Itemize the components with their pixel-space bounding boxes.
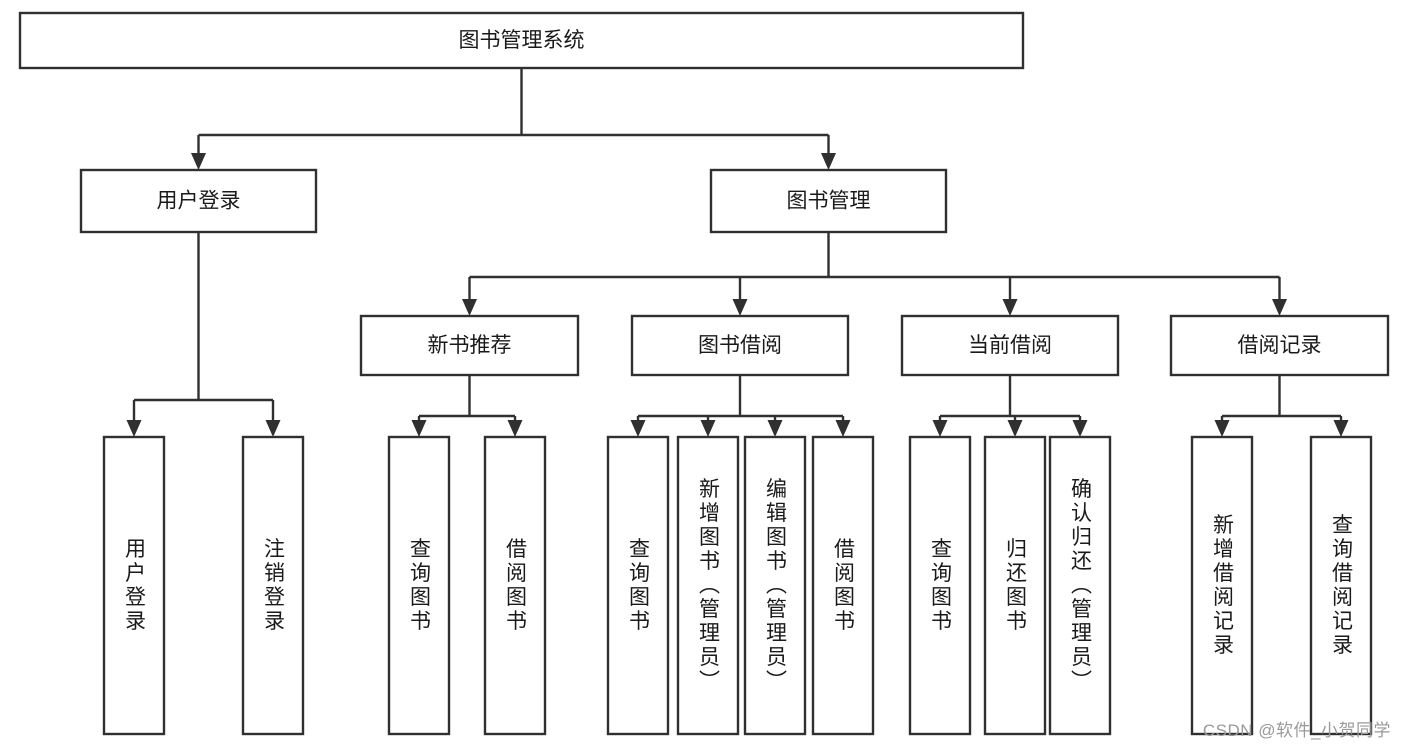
- arrow-head-icon: [191, 153, 206, 170]
- node-leaf-add-borrow-record[interactable]: 新增借阅记录: [1190, 435, 1254, 736]
- node-leaf-query-book-3-label: 查询图书: [929, 538, 953, 634]
- node-leaf-query-book-1-box[interactable]: [387, 435, 451, 736]
- node-leaf-query-borrow-record-label: 查询借阅记录: [1330, 514, 1354, 658]
- node-current-borrow-box[interactable]: [900, 314, 1120, 377]
- node-root-title-label: 图书管理系统: [459, 29, 585, 52]
- arrow-head-icon: [767, 420, 783, 437]
- node-leaf-query-book-1[interactable]: 查询图书: [387, 435, 451, 736]
- arrow-head-icon: [507, 420, 523, 437]
- node-leaf-borrow-book-1-label: 借阅图书: [504, 538, 528, 634]
- arrow-head-icon: [1072, 420, 1088, 437]
- node-leaf-edit-book-admin-box[interactable]: [743, 435, 807, 736]
- node-user-login-label: 用户登录: [157, 190, 241, 213]
- node-user-login[interactable]: 用户登录: [79, 168, 318, 234]
- node-leaf-add-book-admin[interactable]: 新增图书（管理员）: [676, 435, 740, 736]
- node-leaf-query-book-1-label: 查询图书: [408, 538, 432, 634]
- node-leaf-borrow-book-2[interactable]: 借阅图书: [811, 435, 875, 736]
- node-leaf-confirm-return-admin[interactable]: 确认归还（管理员）: [1048, 435, 1112, 736]
- node-leaf-query-book-2-label: 查询图书: [627, 538, 651, 634]
- node-current-borrow[interactable]: 当前借阅: [900, 314, 1120, 377]
- node-leaf-add-book-admin-label: 新增图书（管理员）: [697, 478, 721, 694]
- node-leaf-user-login-box[interactable]: [102, 435, 166, 736]
- node-book-borrow-box[interactable]: [630, 314, 850, 377]
- node-borrow-record-label: 借阅记录: [1238, 334, 1322, 357]
- arrow-head-icon: [265, 420, 281, 437]
- arrow-head-icon: [630, 420, 646, 437]
- arrow-head-icon: [1007, 420, 1023, 437]
- node-leaf-add-book-admin-box[interactable]: [676, 435, 740, 736]
- edges-layer: [126, 68, 1349, 437]
- arrow-head-icon: [462, 299, 477, 316]
- node-leaf-query-book-3[interactable]: 查询图书: [908, 435, 972, 736]
- node-leaf-borrow-book-2-box[interactable]: [811, 435, 875, 736]
- node-leaf-query-book-2-box[interactable]: [606, 435, 670, 736]
- node-leaf-return-book-label: 归还图书: [1004, 538, 1028, 634]
- node-leaf-user-logout-label: 注销登录: [262, 538, 286, 634]
- node-new-book-recommend-box[interactable]: [359, 314, 580, 377]
- node-new-book-recommend[interactable]: 新书推荐: [359, 314, 580, 377]
- arrow-head-icon: [732, 299, 748, 316]
- node-leaf-query-borrow-record[interactable]: 查询借阅记录: [1309, 435, 1373, 736]
- node-book-manage[interactable]: 图书管理: [709, 168, 948, 234]
- node-leaf-query-borrow-record-box[interactable]: [1309, 435, 1373, 736]
- arrow-head-icon: [700, 420, 716, 437]
- arrow-head-icon: [932, 420, 948, 437]
- node-leaf-edit-book-admin-label: 编辑图书（管理员）: [764, 478, 788, 694]
- node-book-borrow-label: 图书借阅: [698, 334, 782, 357]
- node-leaf-borrow-book-2-label: 借阅图书: [832, 538, 856, 634]
- node-borrow-record[interactable]: 借阅记录: [1169, 314, 1390, 377]
- node-new-book-recommend-label: 新书推荐: [428, 334, 512, 357]
- arrow-head-icon: [1333, 420, 1349, 437]
- arrow-head-icon: [821, 153, 836, 170]
- node-root-title-box[interactable]: [18, 11, 1025, 70]
- node-leaf-user-logout-box[interactable]: [241, 435, 305, 736]
- node-leaf-query-book-2[interactable]: 查询图书: [606, 435, 670, 736]
- nodes-layer: 用户登录图书管理新书推荐图书借阅当前借阅借阅记录用户登录注销登录查询图书借阅图书…: [18, 11, 1390, 736]
- node-root-title[interactable]: 图书管理系统: [18, 11, 1025, 70]
- node-leaf-confirm-return-admin-label: 确认归还（管理员）: [1069, 478, 1093, 694]
- arrow-head-icon: [1214, 420, 1230, 437]
- arrow-head-icon: [1002, 299, 1018, 316]
- node-leaf-add-borrow-record-box[interactable]: [1190, 435, 1254, 736]
- node-leaf-confirm-return-admin-box[interactable]: [1048, 435, 1112, 736]
- node-book-borrow[interactable]: 图书借阅: [630, 314, 850, 377]
- arrow-head-icon: [835, 420, 851, 437]
- node-leaf-borrow-book-1[interactable]: 借阅图书: [483, 435, 547, 736]
- node-leaf-return-book[interactable]: 归还图书: [983, 435, 1047, 736]
- node-leaf-add-borrow-record-label: 新增借阅记录: [1211, 514, 1235, 658]
- node-user-login-box[interactable]: [79, 168, 318, 234]
- node-book-manage-label: 图书管理: [787, 190, 871, 213]
- arrow-head-icon: [126, 420, 142, 437]
- node-borrow-record-box[interactable]: [1169, 314, 1390, 377]
- node-leaf-user-logout[interactable]: 注销登录: [241, 435, 305, 736]
- watermark-label: CSDN @软件_小贺同学: [1202, 721, 1391, 740]
- arrow-head-icon: [1272, 299, 1287, 316]
- node-leaf-borrow-book-1-box[interactable]: [483, 435, 547, 736]
- node-leaf-edit-book-admin[interactable]: 编辑图书（管理员）: [743, 435, 807, 736]
- node-leaf-return-book-box[interactable]: [983, 435, 1047, 736]
- arrow-head-icon: [411, 420, 427, 437]
- node-leaf-query-book-3-box[interactable]: [908, 435, 972, 736]
- node-leaf-user-login[interactable]: 用户登录: [102, 435, 166, 736]
- node-book-manage-box[interactable]: [709, 168, 948, 234]
- node-leaf-user-login-label: 用户登录: [123, 538, 147, 634]
- node-current-borrow-label: 当前借阅: [968, 334, 1052, 357]
